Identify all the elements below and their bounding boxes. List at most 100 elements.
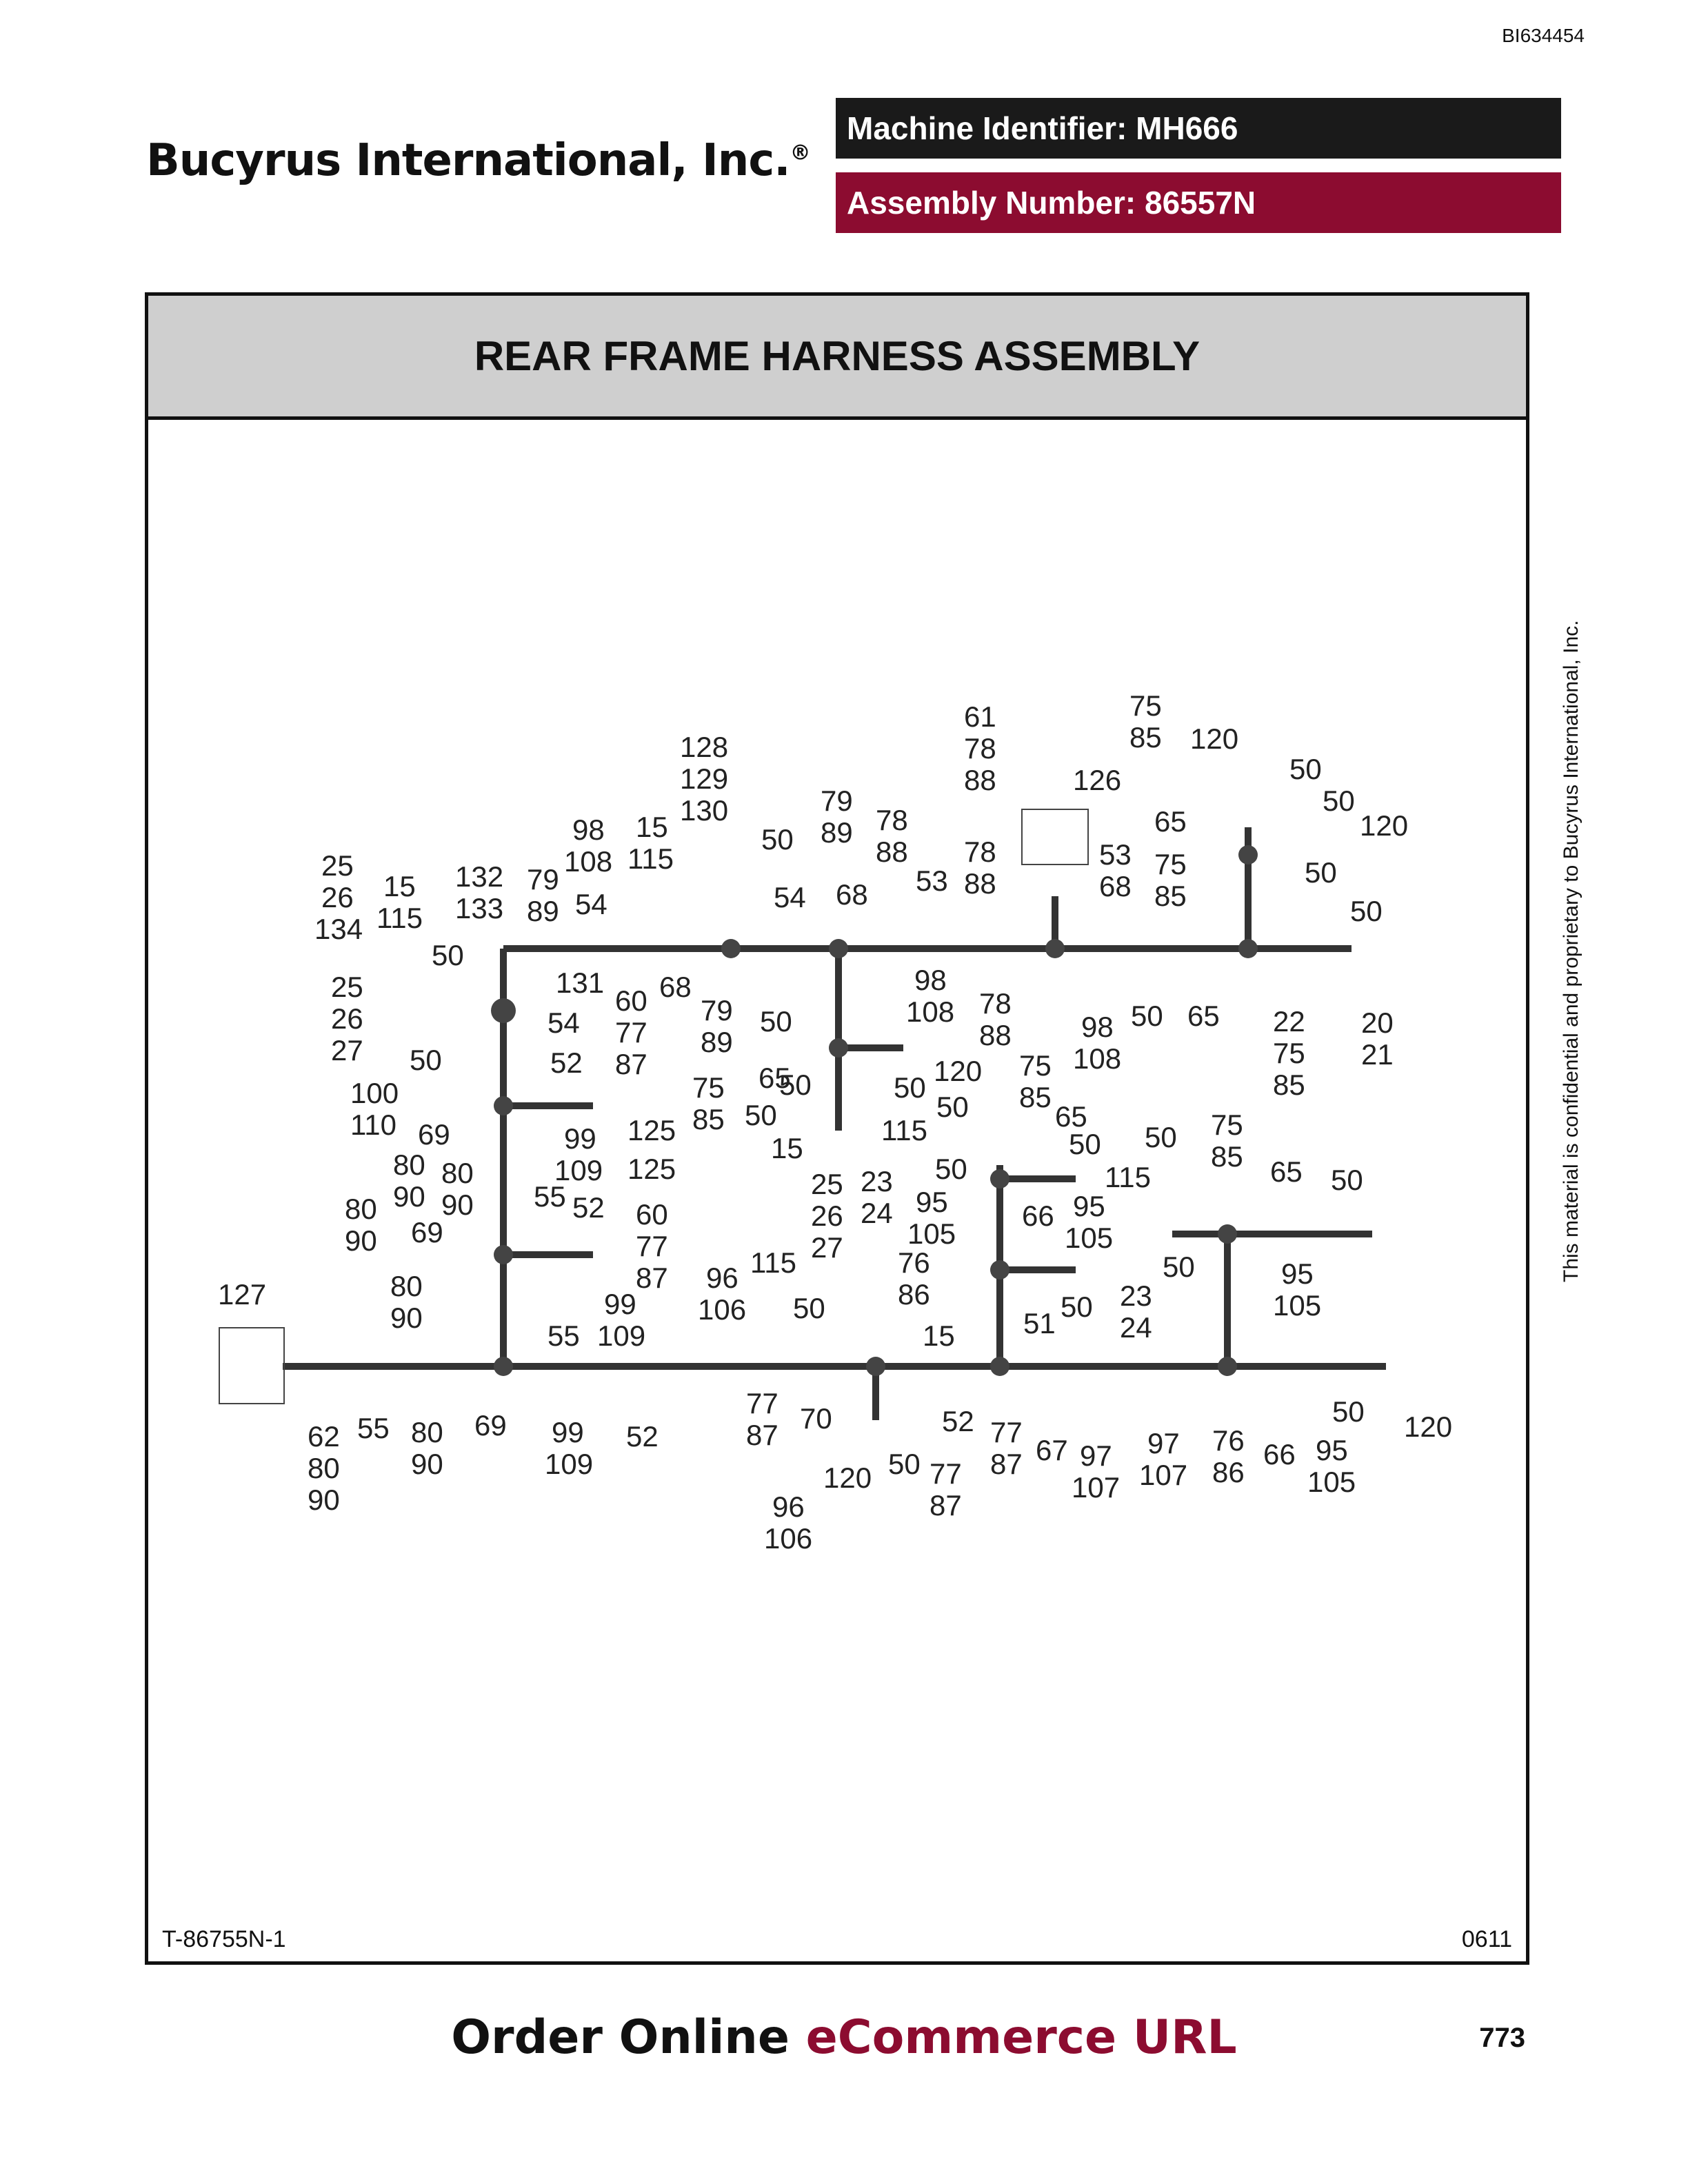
callout: 120	[934, 1055, 982, 1087]
callout: 60	[636, 1198, 668, 1231]
callout: 95	[1073, 1190, 1105, 1222]
callout: 60	[615, 984, 647, 1017]
callout: 133	[455, 892, 503, 924]
callout: 26	[331, 1002, 363, 1035]
callout: 100	[350, 1077, 399, 1109]
callout: 87	[990, 1448, 1023, 1480]
callout: 52	[626, 1420, 659, 1453]
order-online-banner[interactable]: Order Online eCommerce URL	[0, 2010, 1688, 2065]
junction-node	[1045, 939, 1065, 958]
callout: 80	[345, 1193, 377, 1225]
callout: 89	[701, 1026, 733, 1058]
callout: 20	[1361, 1007, 1394, 1039]
callout: 120	[823, 1462, 872, 1494]
callout: 80	[441, 1157, 474, 1189]
callout: 24	[1120, 1311, 1152, 1344]
callout: 80	[390, 1270, 423, 1302]
callout: 50	[410, 1044, 442, 1076]
callout: 15	[771, 1132, 803, 1164]
callout: 87	[746, 1419, 778, 1451]
callout: 67	[1036, 1434, 1068, 1466]
callout: 85	[1019, 1081, 1052, 1113]
registered-mark: ®	[790, 141, 811, 165]
callout: 70	[800, 1402, 832, 1435]
junction-node	[494, 1245, 513, 1264]
callout: 97	[1147, 1427, 1180, 1459]
callout: 15	[383, 870, 416, 902]
callout: 108	[1073, 1042, 1121, 1075]
callout: 108	[564, 845, 612, 878]
callout: 75	[1019, 1049, 1052, 1082]
callout: 26	[811, 1200, 843, 1232]
callout: 125	[627, 1114, 676, 1146]
callout: 69	[474, 1409, 507, 1442]
callout: 78	[979, 987, 1012, 1020]
callout: 80	[308, 1452, 340, 1484]
callout: 105	[907, 1217, 956, 1250]
callout: 25	[321, 849, 354, 882]
callout: 52	[942, 1405, 974, 1437]
component-boxes	[219, 809, 1089, 1404]
callout: 78	[964, 836, 996, 868]
component-box-127	[219, 1327, 285, 1404]
callout: 68	[1099, 870, 1132, 902]
callout: 95	[916, 1186, 948, 1218]
callout: 85	[692, 1103, 725, 1135]
callout: 106	[698, 1293, 746, 1326]
assembly-number-banner: Assembly Number: 86557N	[836, 172, 1561, 233]
callout: 120	[1360, 809, 1408, 842]
callout: 62	[308, 1420, 340, 1453]
date-code: 0611	[1461, 1926, 1512, 1952]
callout: 50	[1332, 1395, 1365, 1428]
callout: 90	[393, 1180, 425, 1213]
ecommerce-url-link[interactable]: eCommerce URL	[805, 2010, 1237, 2065]
callout: 85	[1154, 880, 1187, 912]
callout: 75	[692, 1071, 725, 1104]
callout: 54	[774, 881, 806, 913]
callout: 77	[930, 1457, 962, 1490]
junction-node	[494, 1096, 513, 1115]
callout: 128	[680, 731, 728, 763]
callout: 98	[1081, 1011, 1114, 1043]
callout: 61	[964, 700, 996, 733]
machine-identifier-banner: Machine Identifier: MH666	[836, 98, 1561, 159]
junction-node	[829, 1038, 848, 1058]
junction-node	[829, 939, 848, 958]
callout: 50	[432, 939, 464, 971]
callout: 53	[916, 865, 948, 897]
document-id: BI634454	[1502, 25, 1585, 46]
callout: 90	[411, 1448, 443, 1480]
callout: 110	[350, 1109, 396, 1141]
callout: 80	[393, 1149, 425, 1181]
callout: 80	[411, 1416, 443, 1448]
callout: 50	[1289, 753, 1322, 785]
callout: 105	[1065, 1222, 1113, 1254]
callout: 88	[964, 764, 996, 796]
callout: 89	[527, 895, 559, 927]
callout: 51	[1023, 1307, 1056, 1339]
callout: 27	[811, 1231, 843, 1264]
callout: 115	[627, 842, 674, 875]
page-number: 773	[1479, 2023, 1525, 2053]
callout: 50	[745, 1099, 777, 1131]
company-name: Bucyrus International, Inc.®	[146, 135, 811, 186]
callout: 107	[1072, 1471, 1120, 1504]
callout: 88	[979, 1019, 1012, 1051]
callout: 105	[1307, 1466, 1356, 1498]
callout: 109	[597, 1320, 645, 1352]
callout: 130	[680, 794, 728, 827]
callout: 90	[441, 1189, 474, 1221]
drawing-title: REAR FRAME HARNESS ASSEMBLY	[148, 296, 1526, 420]
callout: 68	[836, 878, 868, 911]
callout: 86	[1212, 1456, 1245, 1488]
callout: 75	[1154, 848, 1187, 880]
callout: 96	[772, 1490, 805, 1523]
junction-node	[866, 1357, 885, 1376]
callout: 99	[552, 1416, 584, 1448]
junction-node	[494, 1357, 513, 1376]
junction-node	[491, 998, 516, 1023]
callout: 69	[418, 1118, 450, 1151]
callout: 90	[390, 1302, 423, 1334]
callout: 120	[1190, 722, 1238, 755]
callout: 25	[331, 971, 363, 1003]
